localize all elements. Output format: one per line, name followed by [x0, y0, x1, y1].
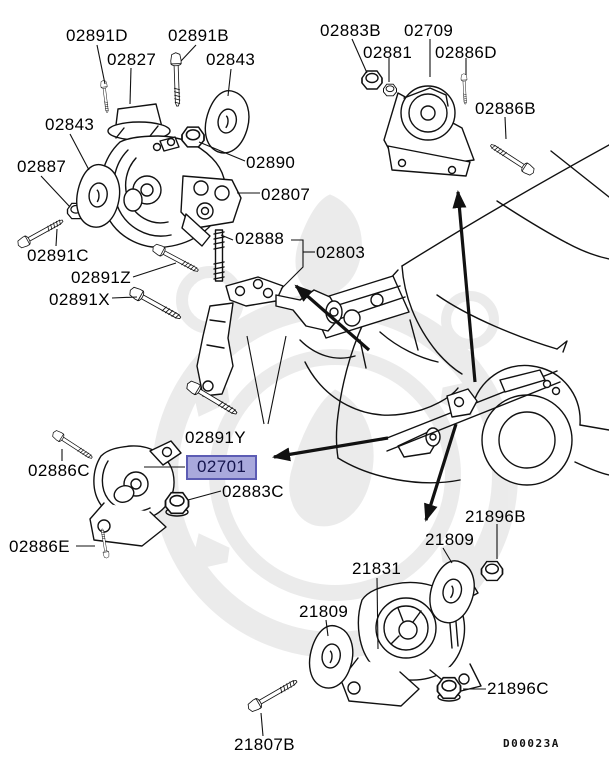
part-label-21896b[interactable]: 21896B: [465, 507, 527, 526]
part-label-02888[interactable]: 02888: [235, 229, 285, 248]
bolt-02891c-icon: [15, 216, 66, 250]
part-label-02807[interactable]: 02807: [261, 185, 311, 204]
bolt-02886b-icon: [487, 140, 537, 178]
nut-02883b-icon: [361, 70, 383, 90]
part-label-21831[interactable]: 21831: [352, 559, 402, 578]
part-label-02886c[interactable]: 02886C: [28, 461, 90, 480]
pointer-arrow: [294, 284, 371, 352]
part-label-21809-left[interactable]: 21809: [299, 602, 349, 621]
pointer-arrows: [272, 190, 477, 522]
nut-02890-icon: [181, 126, 205, 148]
part-label-02701[interactable]: 02701: [186, 455, 258, 480]
subframe-detail: [381, 369, 561, 452]
pointer-arrow: [452, 190, 477, 383]
bolt-02891z-icon: [150, 242, 201, 276]
nut-21896b-icon: [480, 560, 504, 582]
part-label-02883b[interactable]: 02883B: [320, 21, 382, 40]
part-label-02891z[interactable]: 02891Z: [71, 268, 132, 287]
nut-02881-icon: [383, 83, 397, 97]
part-label-02709[interactable]: 02709: [404, 21, 454, 40]
part-label-21809-right[interactable]: 21809: [425, 530, 475, 549]
fasteners-and-gaskets: [15, 52, 537, 714]
center-bracket-assembly: [196, 229, 343, 397]
part-label-02891b[interactable]: 02891B: [168, 26, 230, 45]
bolt-02891x-icon: [127, 284, 184, 324]
front-engine-mount-assembly: [100, 103, 242, 248]
part-label-02881[interactable]: 02881: [363, 43, 413, 62]
nut-21896c-icon: [436, 676, 462, 700]
leader-lines: [40, 38, 507, 737]
right-engine-mount-assembly: [383, 85, 475, 177]
part-label-02843-top[interactable]: 02843: [206, 50, 256, 69]
diagram-code: D00023A: [503, 737, 560, 750]
part-label-02890[interactable]: 02890: [246, 153, 296, 172]
part-label-02843-left[interactable]: 02843: [45, 115, 95, 134]
bolt-21807b-icon: [245, 676, 300, 714]
part-label-02891d[interactable]: 02891D: [66, 26, 128, 45]
part-label-02887[interactable]: 02887: [17, 157, 67, 176]
part-label-02883c[interactable]: 02883C: [222, 482, 284, 501]
part-label-02886e[interactable]: 02886E: [9, 537, 71, 556]
pointer-arrow: [272, 436, 389, 462]
part-label-02886d[interactable]: 02886D: [435, 43, 497, 62]
part-label-21896c[interactable]: 21896C: [487, 679, 549, 698]
front-roll-stopper-assembly: [89, 440, 182, 547]
part-label-02891y[interactable]: 02891Y: [185, 428, 247, 447]
part-label-02886b[interactable]: 02886B: [475, 99, 537, 118]
part-label-02827[interactable]: 02827: [107, 50, 157, 69]
gasket-02843-top-icon: [199, 86, 256, 158]
part-label-21807b[interactable]: 21807B: [234, 735, 296, 754]
bolt-02886c-icon: [50, 428, 95, 462]
pointer-arrow: [424, 423, 458, 522]
car-body-outline: [335, 144, 609, 486]
bolt-02886d-icon: [460, 73, 469, 105]
nut-02883c-icon: [164, 491, 190, 515]
part-label-02803[interactable]: 02803: [316, 243, 366, 262]
part-label-02891c[interactable]: 02891C: [27, 246, 89, 265]
bolt-02891d-icon: [99, 79, 111, 114]
part-label-02891x[interactable]: 02891X: [49, 290, 111, 309]
